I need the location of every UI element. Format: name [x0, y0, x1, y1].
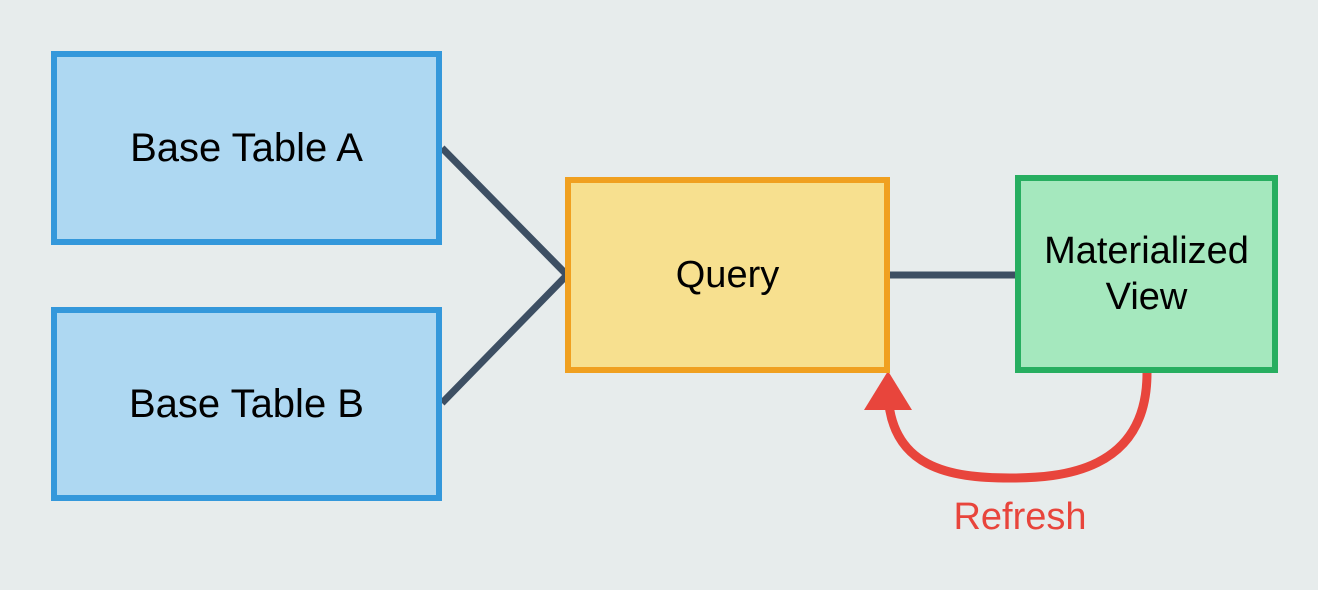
refresh-arrowhead-icon — [864, 371, 912, 410]
edge-refresh-label: Refresh — [953, 496, 1087, 538]
node-query-label: Query — [675, 253, 780, 296]
node-base-table-a-label: Base Table A — [130, 125, 363, 170]
edge-base-table-b-to-query — [439, 272, 570, 406]
edge-refresh-curve — [883, 372, 1152, 483]
node-materialized-view-label: Materialized View — [1044, 229, 1249, 318]
node-materialized-view[interactable]: Materialized View — [1015, 175, 1278, 373]
node-base-table-b-label: Base Table B — [129, 381, 364, 426]
node-query[interactable]: Query — [565, 177, 890, 373]
node-base-table-a[interactable]: Base Table A — [51, 51, 442, 245]
edge-base-table-a-to-query — [439, 145, 570, 278]
node-base-table-b[interactable]: Base Table B — [51, 307, 442, 501]
